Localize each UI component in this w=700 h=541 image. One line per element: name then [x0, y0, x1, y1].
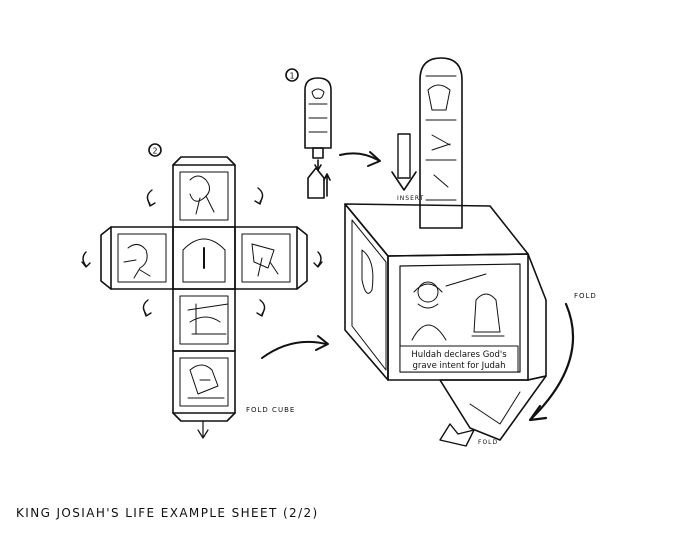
step-2-badge: [148, 143, 162, 157]
cube-banner-line-2: grave intent for Judah: [412, 361, 505, 371]
small-fold-flap: [439, 423, 475, 447]
assembled-cube-diagram: INSERT Huldah declares God's grave inte: [344, 57, 597, 447]
tab-shape-left: [307, 167, 325, 199]
tab-piece-body: [304, 77, 332, 149]
fold-small-label: FOLD: [478, 439, 498, 446]
net-panel-top: [172, 164, 236, 228]
net-panel-bottom: [172, 350, 236, 414]
cube-banner-line-1: Huldah declares God's: [411, 350, 507, 360]
step-1-badge: [285, 68, 299, 82]
sheet-caption: KING JOSIAH'S LIFE EXAMPLE SHEET (2/2): [16, 506, 319, 520]
fold-cube-label: FOLD CUBE: [246, 406, 295, 414]
insert-label: INSERT: [397, 195, 424, 202]
cube-top-face: [344, 203, 529, 257]
cube-net-diagram: 2 FOLD CUBE: [81, 143, 323, 439]
bookmark-insert: [419, 57, 463, 229]
tab-piece-diagram: 1: [285, 68, 332, 199]
arrow-insert: [339, 152, 379, 161]
step-2-number: 2: [152, 147, 157, 156]
net-panel-left: [110, 226, 174, 290]
fold-label: FOLD: [574, 292, 597, 300]
net-panel-middle-lower: [172, 288, 236, 352]
arrow-assemble: [261, 340, 327, 359]
bottom-flap: [439, 375, 547, 441]
fold-arrow: [530, 302, 574, 420]
net-panel-right: [234, 226, 298, 290]
step-1-number: 1: [289, 72, 294, 81]
